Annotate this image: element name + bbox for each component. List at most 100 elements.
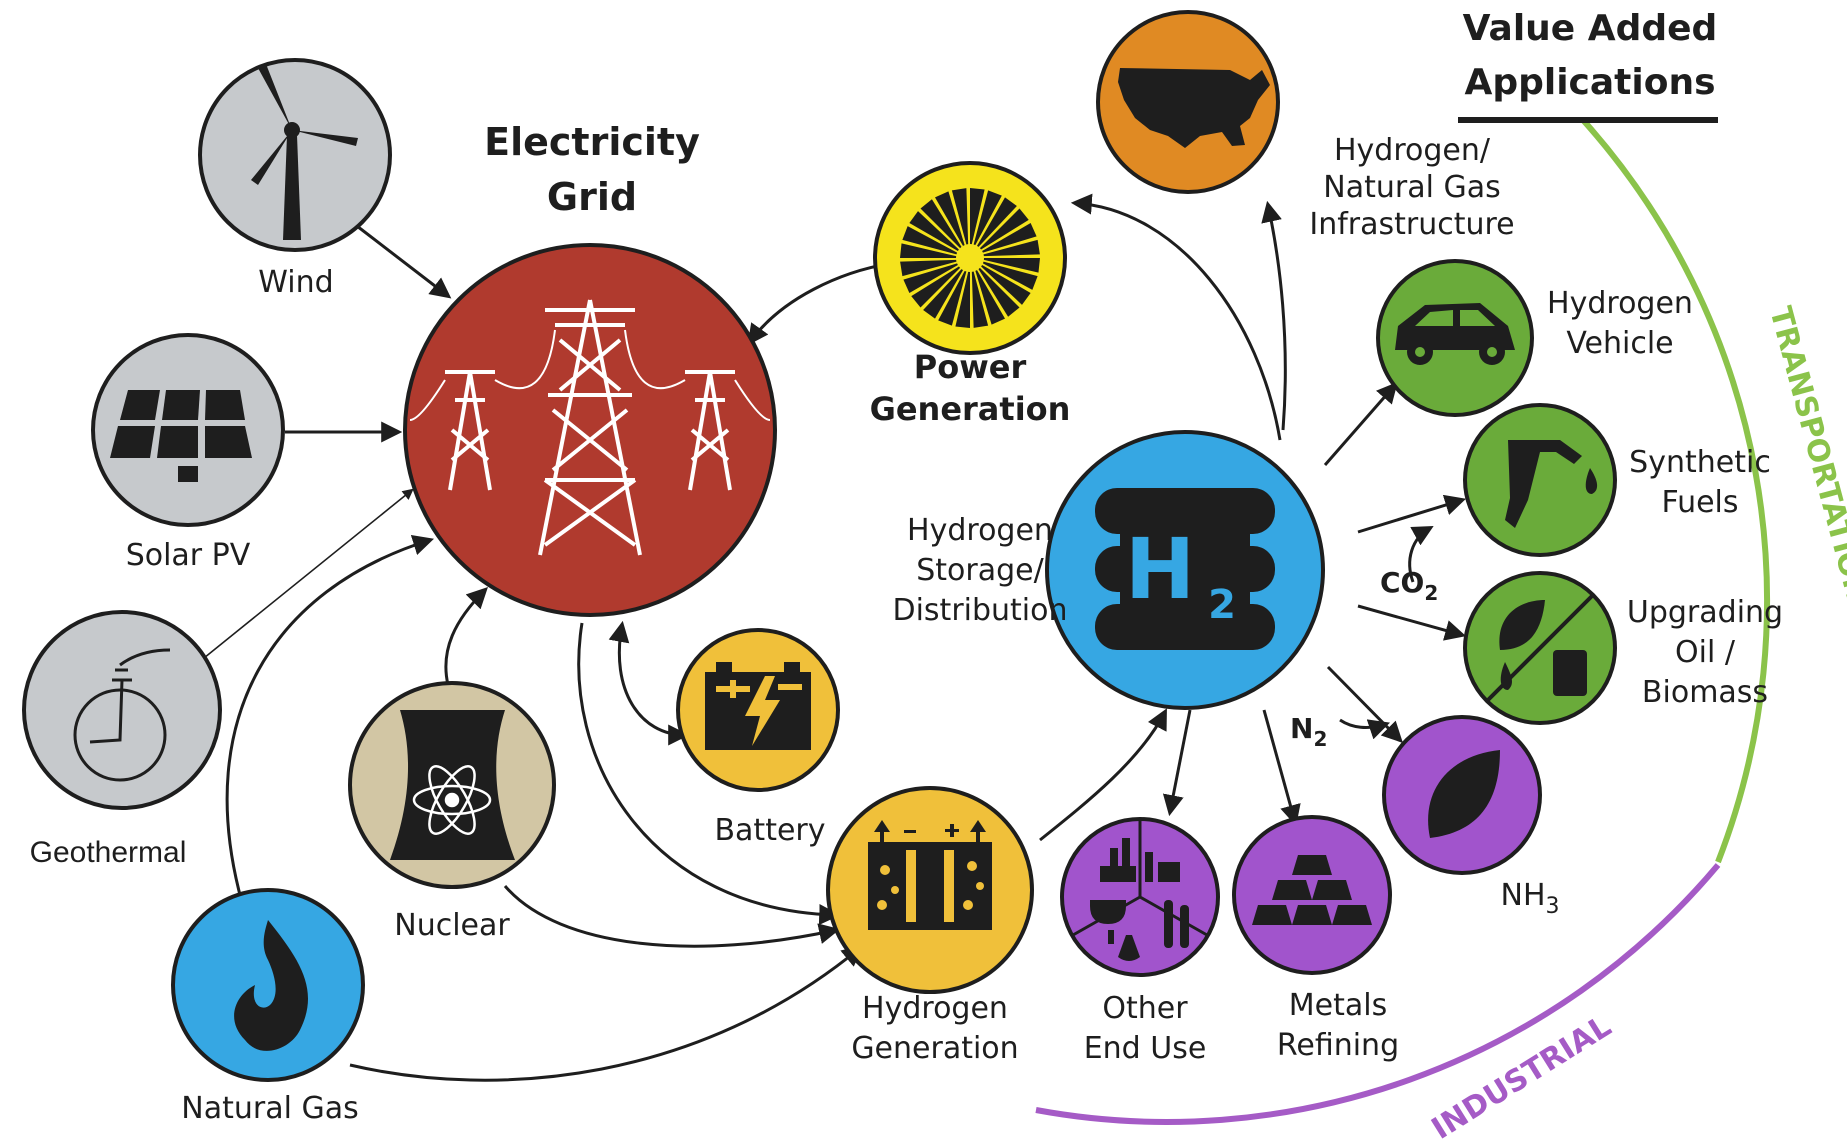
- fan-blade: [978, 267, 1020, 317]
- geothermal-node: [22, 610, 222, 810]
- hydrogen-generation-node: [826, 786, 1034, 994]
- infra-label-line2: Natural Gas: [1323, 170, 1500, 205]
- n2-label: N2: [1290, 712, 1327, 751]
- hydrogen-storage-node: H 2: [1045, 430, 1325, 710]
- co2-label: CO2: [1380, 566, 1438, 605]
- power-label-line2: Generation: [870, 390, 1071, 428]
- fan-blade: [920, 199, 962, 249]
- oil-barrel-icon: [1553, 650, 1587, 696]
- other-end-use-node: [1060, 817, 1220, 977]
- transportation-arc: [1580, 117, 1771, 864]
- fan-blade: [938, 270, 967, 326]
- metal-ingots-icon: [1252, 855, 1372, 925]
- industrial-arc: [1035, 863, 1721, 1125]
- h2-symbol: H: [1125, 520, 1195, 618]
- fan-blade: [983, 239, 1040, 257]
- other-label-line1: Other: [1102, 991, 1188, 1026]
- transportation-label: TRANSPORTATION: [1762, 303, 1847, 606]
- title-line2: Applications: [1464, 62, 1715, 103]
- upgrade-label-line2: Oil /: [1675, 635, 1736, 670]
- wind-label: Wind: [258, 265, 333, 300]
- vehicle-node: [1376, 259, 1534, 417]
- usa-map-icon: [1118, 68, 1270, 148]
- fan-blade: [983, 258, 1040, 273]
- fan-hub: [960, 248, 980, 268]
- storage-label-line1: Hydrogen: [907, 513, 1053, 548]
- geothermal-label: Geothermal: [30, 836, 187, 869]
- fan-blade: [970, 188, 985, 245]
- fan-blade: [971, 271, 989, 328]
- fan-blade: [900, 243, 957, 258]
- title-line1: Value Added: [1463, 8, 1718, 49]
- electricity-grid-node: [403, 243, 777, 617]
- fan-blade: [981, 265, 1031, 305]
- storage-label-line2: Storage/: [916, 553, 1044, 588]
- fan-blade: [977, 197, 1017, 247]
- infra-label-line3: Infrastructure: [1309, 207, 1514, 242]
- synfuel-label-line2: Fuels: [1661, 485, 1738, 520]
- natural-gas-label: Natural Gas: [181, 1091, 358, 1126]
- fan-blade: [982, 223, 1037, 253]
- solar-panel-icon: [110, 390, 252, 482]
- fan-blade: [923, 269, 963, 319]
- nuclear-label: Nuclear: [394, 908, 510, 943]
- upgrade-label-line3: Biomass: [1642, 675, 1768, 710]
- industry-lab-icon: [1072, 820, 1208, 961]
- oil-drop-icon: [1500, 662, 1512, 690]
- grid-label-line1: Electricity: [484, 120, 700, 164]
- nh3-label: NH3: [1501, 878, 1560, 919]
- fan-blade: [911, 266, 961, 308]
- battery-icon: [705, 662, 811, 750]
- natural-gas-node: [171, 888, 365, 1082]
- leaf-icon: [1428, 750, 1500, 838]
- metals-label-line1: Metals: [1289, 988, 1387, 1023]
- fan-blade: [955, 271, 970, 328]
- hydrogen-tank-icon: [1095, 488, 1275, 650]
- metals-label-line2: Refining: [1277, 1028, 1399, 1063]
- fan-blade: [975, 270, 1005, 325]
- battery-label: Battery: [714, 813, 825, 848]
- upgrade-label-line1: Upgrading: [1627, 595, 1783, 630]
- hgen-label-line1: Hydrogen: [862, 991, 1008, 1026]
- nuclear-node: [348, 681, 556, 889]
- fan-blade: [973, 190, 1002, 246]
- fan-blade: [979, 208, 1029, 250]
- nh3-node: [1382, 715, 1542, 875]
- electrolyzer-icon: [868, 820, 992, 930]
- wind-turbine-icon: [251, 64, 358, 240]
- vehicle-label-line2: Vehicle: [1566, 326, 1673, 361]
- power-generation-node: [873, 161, 1067, 355]
- grid-label-line2: Grid: [547, 175, 637, 219]
- fan-blade: [900, 259, 957, 277]
- power-label-line1: Power: [914, 348, 1027, 386]
- solar-label: Solar PV: [126, 538, 251, 573]
- upgrading-node: [1463, 571, 1617, 725]
- fan-blade: [935, 191, 965, 246]
- fan-blade: [982, 261, 1038, 290]
- synfuel-label-line1: Synthetic: [1629, 445, 1771, 480]
- leaf-icon: [1499, 600, 1545, 650]
- fan-blade: [951, 188, 969, 245]
- car-icon: [1395, 303, 1515, 365]
- atom-icon: [412, 765, 492, 835]
- fan-blade: [909, 211, 959, 251]
- wind-node: [198, 58, 392, 252]
- infra-label-line1: Hydrogen/: [1334, 133, 1491, 168]
- synthetic-fuels-node: [1463, 403, 1617, 557]
- flame-icon: [234, 920, 309, 1051]
- storage-label-line3: Distribution: [892, 593, 1067, 628]
- fan-blade: [902, 226, 958, 255]
- vehicle-label-line1: Hydrogen: [1547, 286, 1693, 321]
- battery-node: [676, 628, 840, 792]
- turbine-fan-icon: [900, 188, 1040, 328]
- other-label-line2: End Use: [1084, 1031, 1207, 1066]
- fan-blade: [903, 263, 958, 293]
- hgen-label-line2: Generation: [851, 1031, 1018, 1066]
- infrastructure-node: [1096, 10, 1280, 194]
- fuel-nozzle-icon: [1505, 440, 1598, 528]
- h2-subscript: 2: [1208, 582, 1236, 628]
- metals-node: [1232, 815, 1392, 975]
- transmission-tower-icon: [409, 299, 771, 556]
- geothermal-plant-icon: [73, 648, 171, 782]
